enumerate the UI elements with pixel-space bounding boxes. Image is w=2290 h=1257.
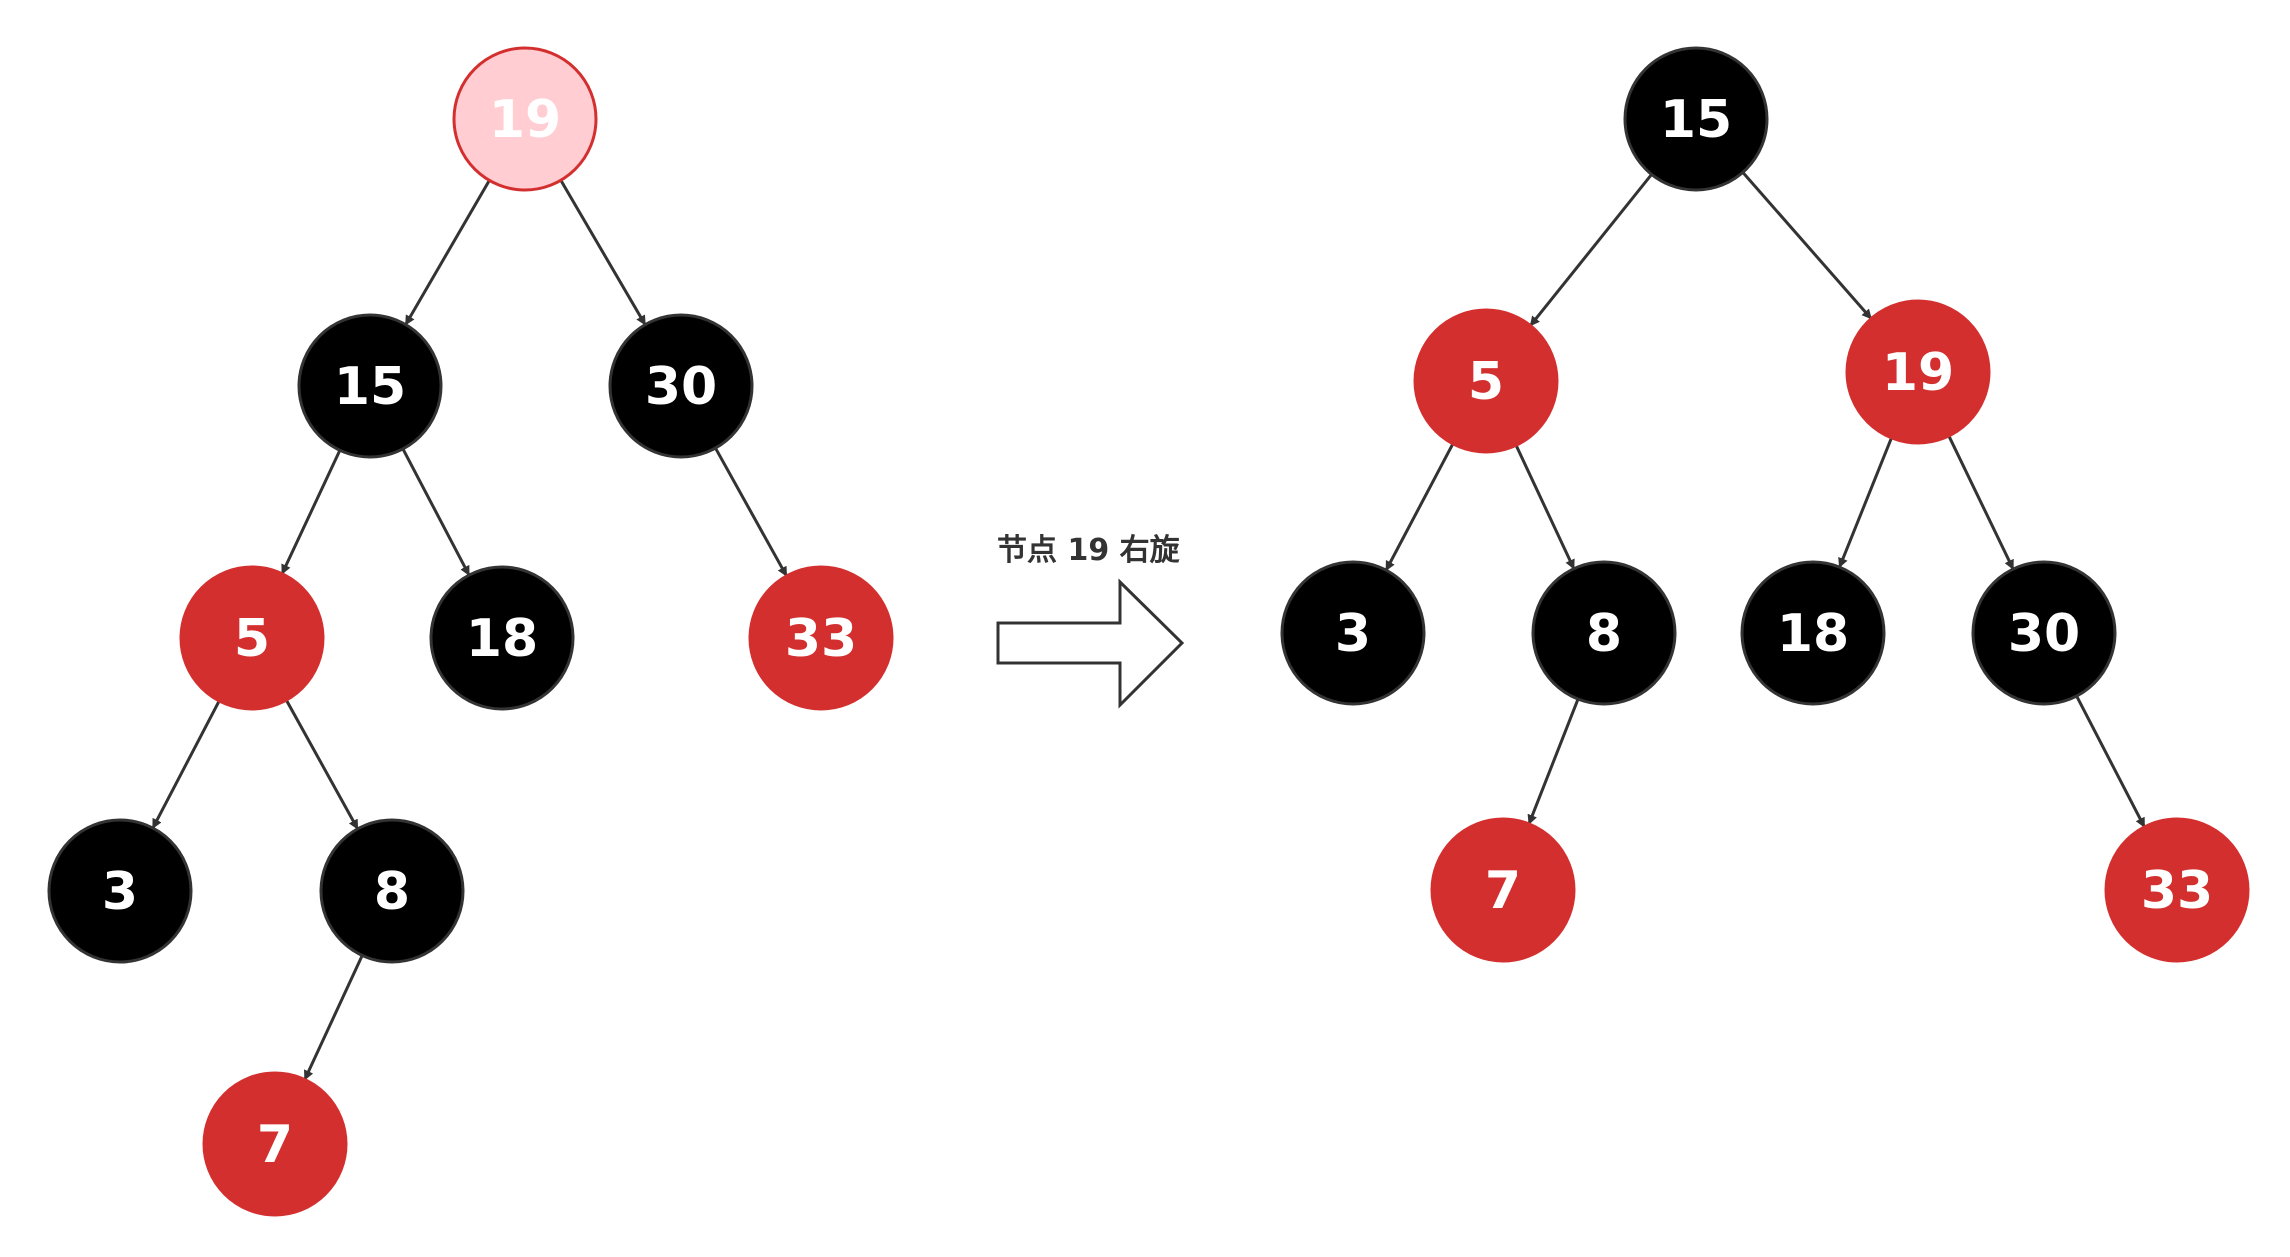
tree-node-a8: 8 [1531,560,1677,706]
edge-a19-a30 [1947,435,2015,570]
node-circle [1623,46,1769,192]
node-label: 5 [1468,352,1504,412]
tree-node-a30: 30 [1971,560,2117,706]
tree-node-b19: 19 [452,46,598,192]
edge-a30-a33 [2075,695,2146,828]
edge-a5-a3 [1384,443,1455,572]
node-circle [1845,299,1991,445]
edge-a15-a19 [1741,171,1873,320]
node-label: 30 [645,357,717,417]
edge-a15-a5 [1529,173,1653,327]
tree-node-a18: 18 [1740,560,1886,706]
edge-a19-a18 [1838,437,1893,569]
edge-b15-b5 [280,449,342,575]
node-circle [1740,560,1886,706]
rotation-label: 节点 19 右旋 [997,533,1180,568]
node-circle [297,313,443,459]
node-label: 33 [785,609,857,669]
tree-node-a5: 5 [1413,308,1559,454]
tree-node-b8: 8 [319,818,465,964]
tree-node-a19: 19 [1845,299,1991,445]
tree-node-b15: 15 [297,313,443,459]
node-circle [47,818,193,964]
node-circle [452,46,598,192]
node-label: 3 [102,862,138,922]
node-circle [319,818,465,964]
node-circle [2104,817,2250,963]
tree-node-b33: 33 [748,565,894,711]
node-label: 30 [2008,604,2080,664]
node-label: 8 [1586,604,1622,664]
node-label: 33 [2141,861,2213,921]
edge-b19-b30 [559,179,647,326]
node-circle [1430,817,1576,963]
node-circle [748,565,894,711]
edge-b5-b3 [151,700,221,829]
tree-node-a33: 33 [2104,817,2250,963]
tree-node-b7: 7 [202,1071,348,1217]
node-label: 8 [374,862,410,922]
node-circle [1531,560,1677,706]
edge-b8-b7 [303,954,364,1081]
edge-a5-a8 [1514,444,1576,570]
node-label: 5 [234,609,270,669]
tree-node-b18: 18 [429,565,575,711]
edge-a8-a7 [1527,698,1580,825]
edge-b30-b33 [714,447,788,577]
edge-b15-b18 [401,448,471,576]
tree-node-b5: 5 [179,565,325,711]
node-circle [202,1071,348,1217]
node-circle [429,565,575,711]
node-circle [1413,308,1559,454]
edge-b5-b8 [285,699,359,830]
node-label: 3 [1335,604,1371,664]
tree-node-a15: 15 [1623,46,1769,192]
node-circle [179,565,325,711]
tree-node-a7: 7 [1430,817,1576,963]
node-label: 7 [257,1115,293,1175]
node-label: 19 [489,90,561,150]
node-label: 19 [1882,343,1954,403]
node-label: 7 [1485,861,1521,921]
transition-arrow: 节点 19 右旋 [996,533,1185,709]
tree-node-b30: 30 [608,313,754,459]
node-label: 18 [1777,604,1849,664]
tree-node-a3: 3 [1280,560,1426,706]
right-arrow-icon [996,578,1185,709]
tree-node-b3: 3 [47,818,193,964]
node-circle [1971,560,2117,706]
edge-b19-b15 [404,179,491,326]
node-circle [608,313,754,459]
node-circle [1280,560,1426,706]
node-label: 15 [1660,90,1732,150]
node-label: 18 [466,609,538,669]
node-label: 15 [334,357,406,417]
